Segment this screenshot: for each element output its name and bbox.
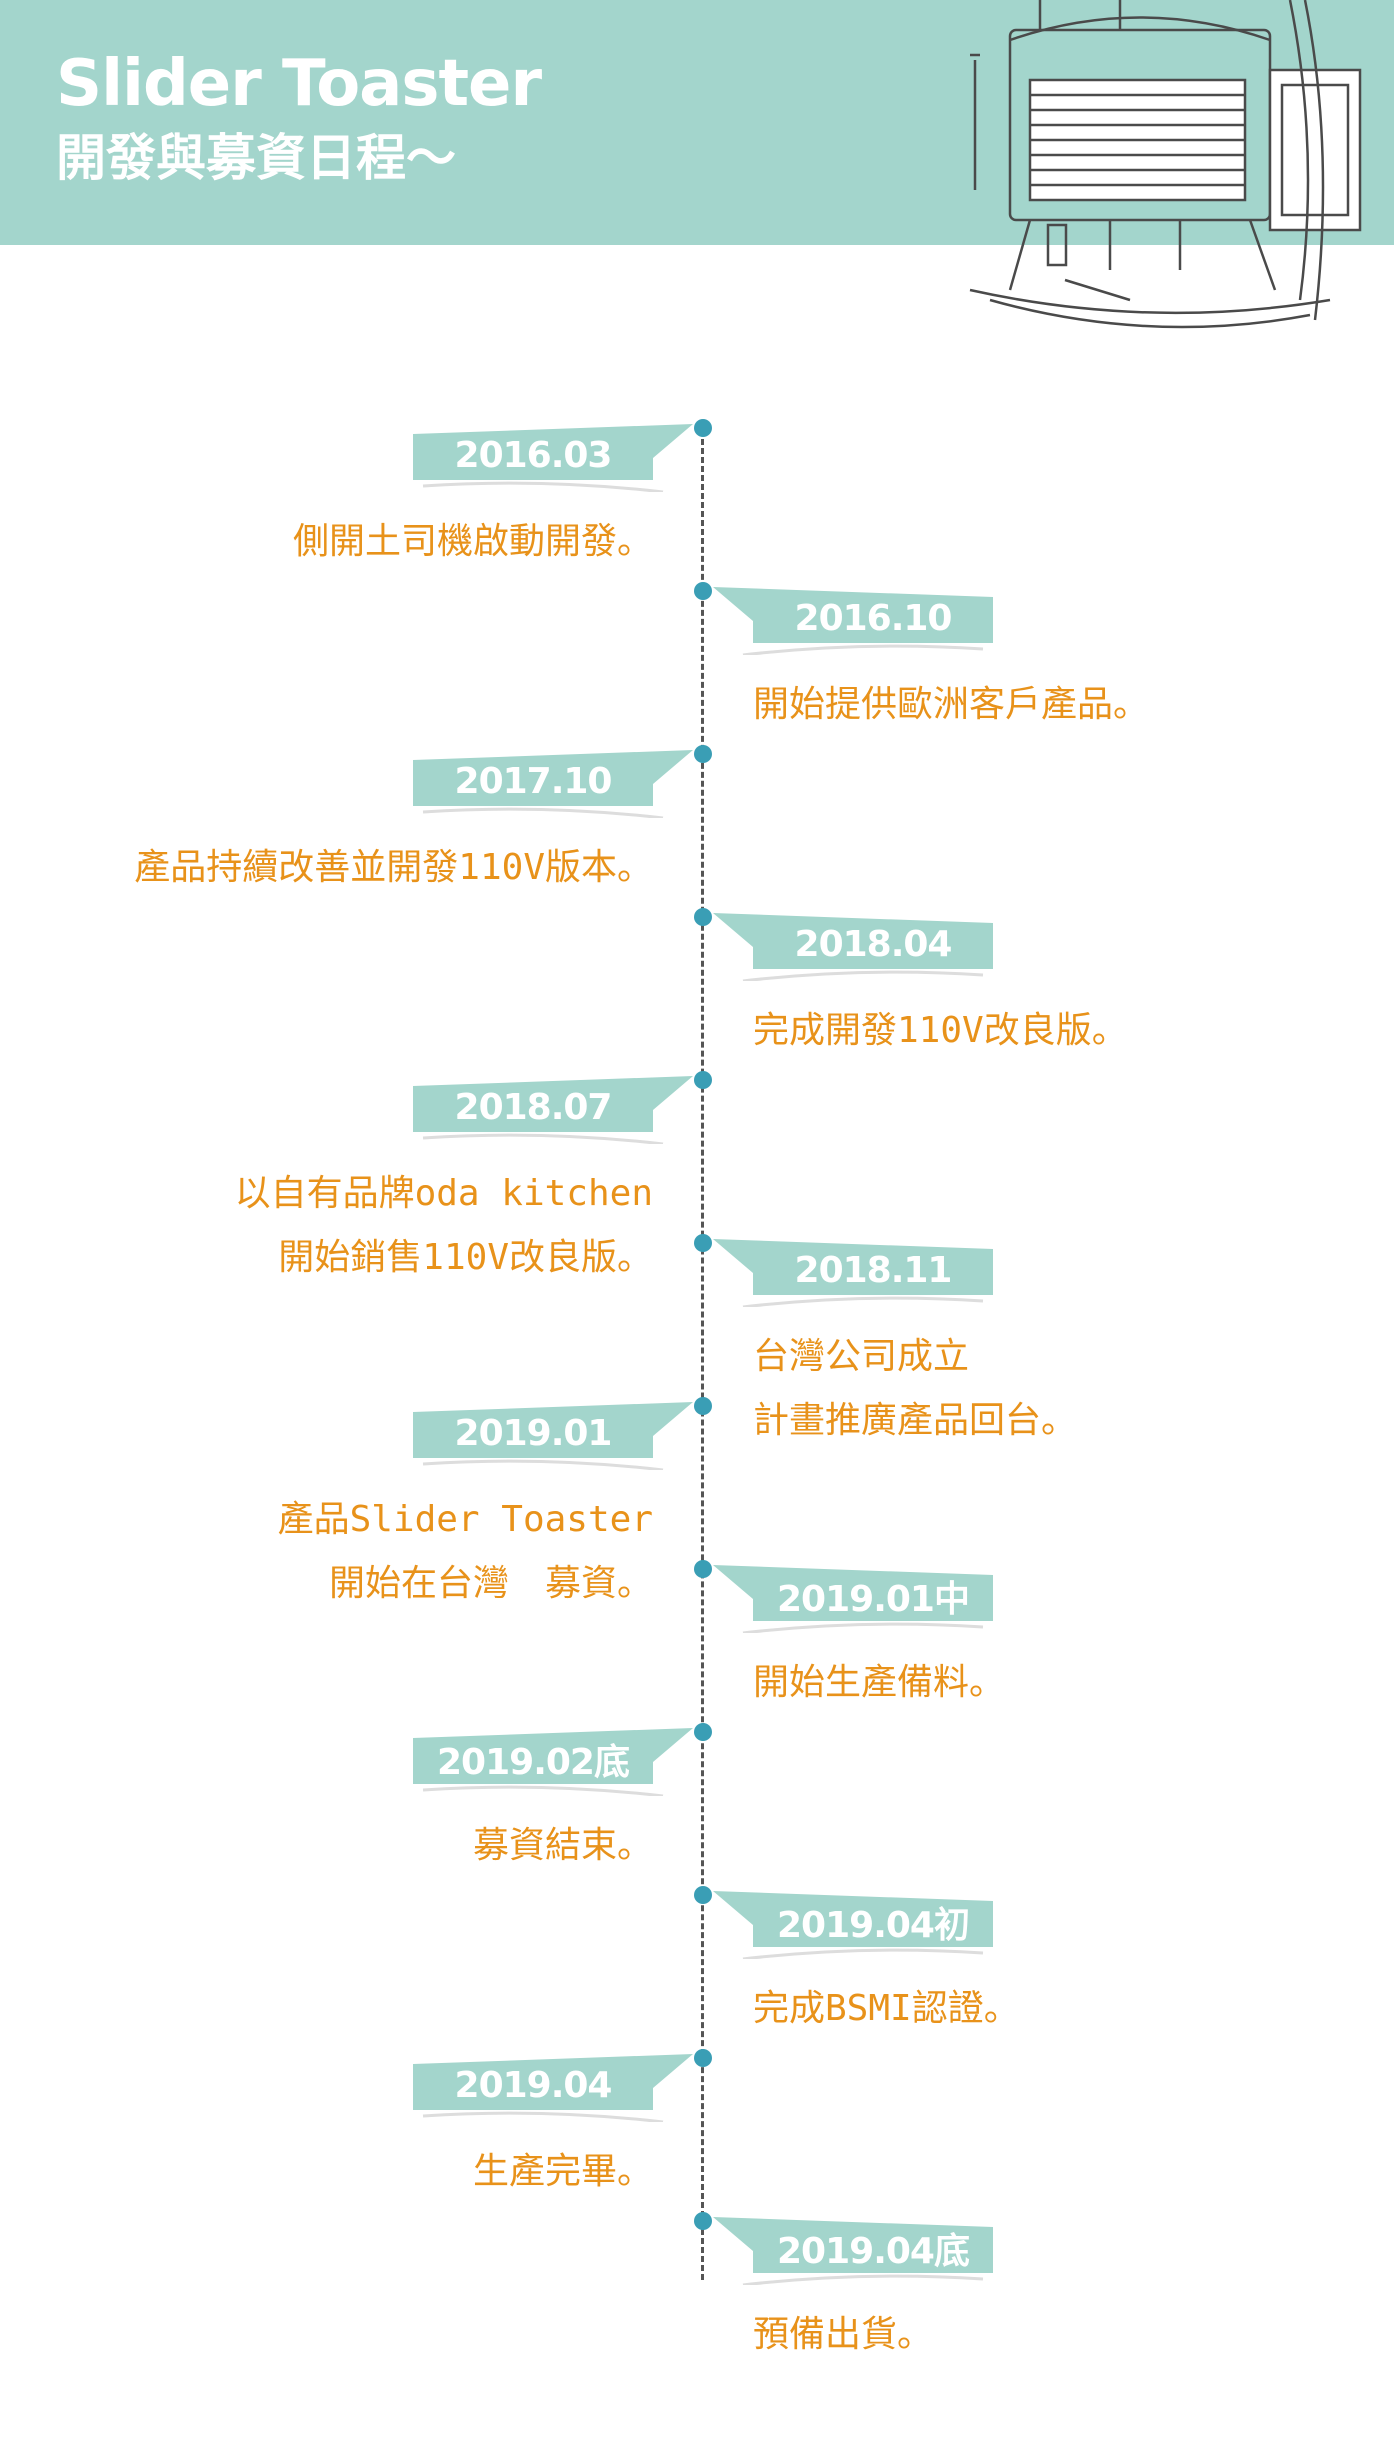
description-line: 開始提供歐洲客戶產品。 <box>753 684 1150 725</box>
description-line: 計畫推廣產品回台。 <box>753 1400 1078 1441</box>
timeline-date: 2019.04 <box>454 2064 613 2106</box>
timeline-description: 台灣公司成立計畫推廣產品回台。 <box>753 1325 1077 1453</box>
date-ribbon: 2019.04初 <box>713 1887 993 1959</box>
timeline-description: 側開土司機啟動開發。 <box>293 510 653 574</box>
timeline-description: 預備出貨。 <box>753 2303 933 2367</box>
vintage-toaster-oven-illustration <box>969 0 1362 329</box>
timeline-dot <box>694 1071 712 1089</box>
timeline-date: 2016.10 <box>794 597 953 639</box>
timeline-dot <box>694 1560 712 1578</box>
ribbon-shape <box>713 913 993 981</box>
description-line: 完成BSMI認證。 <box>753 1988 1020 2029</box>
date-ribbon: 2019.01 <box>413 1398 693 1470</box>
timeline-dot <box>694 745 712 763</box>
date-ribbon: 2019.02底 <box>413 1724 693 1796</box>
ribbon-shape <box>713 1565 993 1633</box>
description-line: 預備出貨。 <box>753 2314 934 2355</box>
description-line: 產品Slider Toaster <box>277 1499 653 1540</box>
ribbon-shape <box>413 2054 693 2122</box>
date-ribbon: 2018.11 <box>713 1235 993 1307</box>
timeline-dot <box>694 582 712 600</box>
description-line: 側開土司機啟動開發。 <box>292 521 653 562</box>
timeline-dot <box>694 1234 712 1252</box>
timeline-description: 完成開發110V改良版。 <box>753 999 1128 1063</box>
timeline-dot <box>694 2049 712 2067</box>
page-subtitle: 開發與募資日程～ <box>56 129 456 187</box>
timeline-dot <box>694 908 712 926</box>
ribbon-shape <box>413 750 693 818</box>
date-ribbon: 2016.10 <box>713 583 993 655</box>
timeline-date: 2019.04初 <box>777 1905 970 1946</box>
date-ribbon: 2019.01中 <box>713 1561 993 1633</box>
timeline-description: 產品持續改善並開發110V版本。 <box>134 836 653 900</box>
description-line: 生產完畢。 <box>472 2151 653 2192</box>
ribbon-shape <box>713 1891 993 1959</box>
ribbon-shape <box>713 1239 993 1307</box>
timeline-dot <box>694 1397 712 1415</box>
timeline-dot <box>694 1723 712 1741</box>
ribbon-shape <box>413 1076 693 1144</box>
page-title: Slider Toaster <box>56 47 542 121</box>
ribbon-shape <box>413 424 693 492</box>
timeline-date: 2019.04底 <box>777 2231 970 2272</box>
ribbon-shape <box>713 587 993 655</box>
description-line: 台灣公司成立 <box>753 1336 970 1377</box>
timeline-date: 2016.03 <box>454 434 613 476</box>
date-ribbon: 2018.07 <box>413 1072 693 1144</box>
timeline-description: 以自有品牌oda kitchen 開始銷售110V改良版。 <box>235 1162 653 1290</box>
description-line: 募資結束。 <box>472 1825 653 1866</box>
timeline-date: 2018.04 <box>794 923 953 965</box>
timeline-dot <box>694 419 712 437</box>
date-ribbon: 2016.03 <box>413 420 693 492</box>
timeline-date: 2019.01 <box>454 1412 613 1454</box>
timeline-date: 2018.11 <box>794 1249 953 1291</box>
date-ribbon: 2018.04 <box>713 909 993 981</box>
date-ribbon: 2019.04底 <box>713 2213 993 2285</box>
description-line: 完成開發110V改良版。 <box>753 1010 1128 1051</box>
ribbon-shape <box>413 1402 693 1470</box>
description-line: 開始銷售110V改良版。 <box>278 1237 653 1278</box>
description-line: 開始在台灣 募資。 <box>328 1563 653 1604</box>
timeline-axis <box>701 430 704 2280</box>
timeline-date: 2018.07 <box>454 1086 613 1128</box>
description-line: 產品持續改善並開發110V版本。 <box>134 847 653 888</box>
ribbon-shape <box>713 2217 993 2285</box>
date-ribbon: 2017.10 <box>413 746 693 818</box>
timeline-description: 生產完畢。 <box>473 2140 653 2204</box>
timeline-description: 募資結束。 <box>473 1814 653 1878</box>
timeline-description: 開始生產備料。 <box>753 1651 1005 1715</box>
timeline-description: 產品Slider Toaster 開始在台灣 募資。 <box>278 1488 653 1616</box>
timeline-date: 2019.02底 <box>437 1742 630 1783</box>
timeline-date: 2017.10 <box>454 760 613 802</box>
timeline-description: 開始提供歐洲客戶產品。 <box>753 673 1149 737</box>
ribbon-shape <box>413 1728 693 1796</box>
timeline-dot <box>694 2212 712 2230</box>
description-line: 開始生產備料。 <box>753 1662 1006 1703</box>
timeline-description: 完成BSMI認證。 <box>753 1977 1020 2041</box>
timeline-date: 2019.01中 <box>777 1579 970 1620</box>
description-line: 以自有品牌oda kitchen <box>234 1173 653 1214</box>
timeline-dot <box>694 1886 712 1904</box>
date-ribbon: 2019.04 <box>413 2050 693 2122</box>
